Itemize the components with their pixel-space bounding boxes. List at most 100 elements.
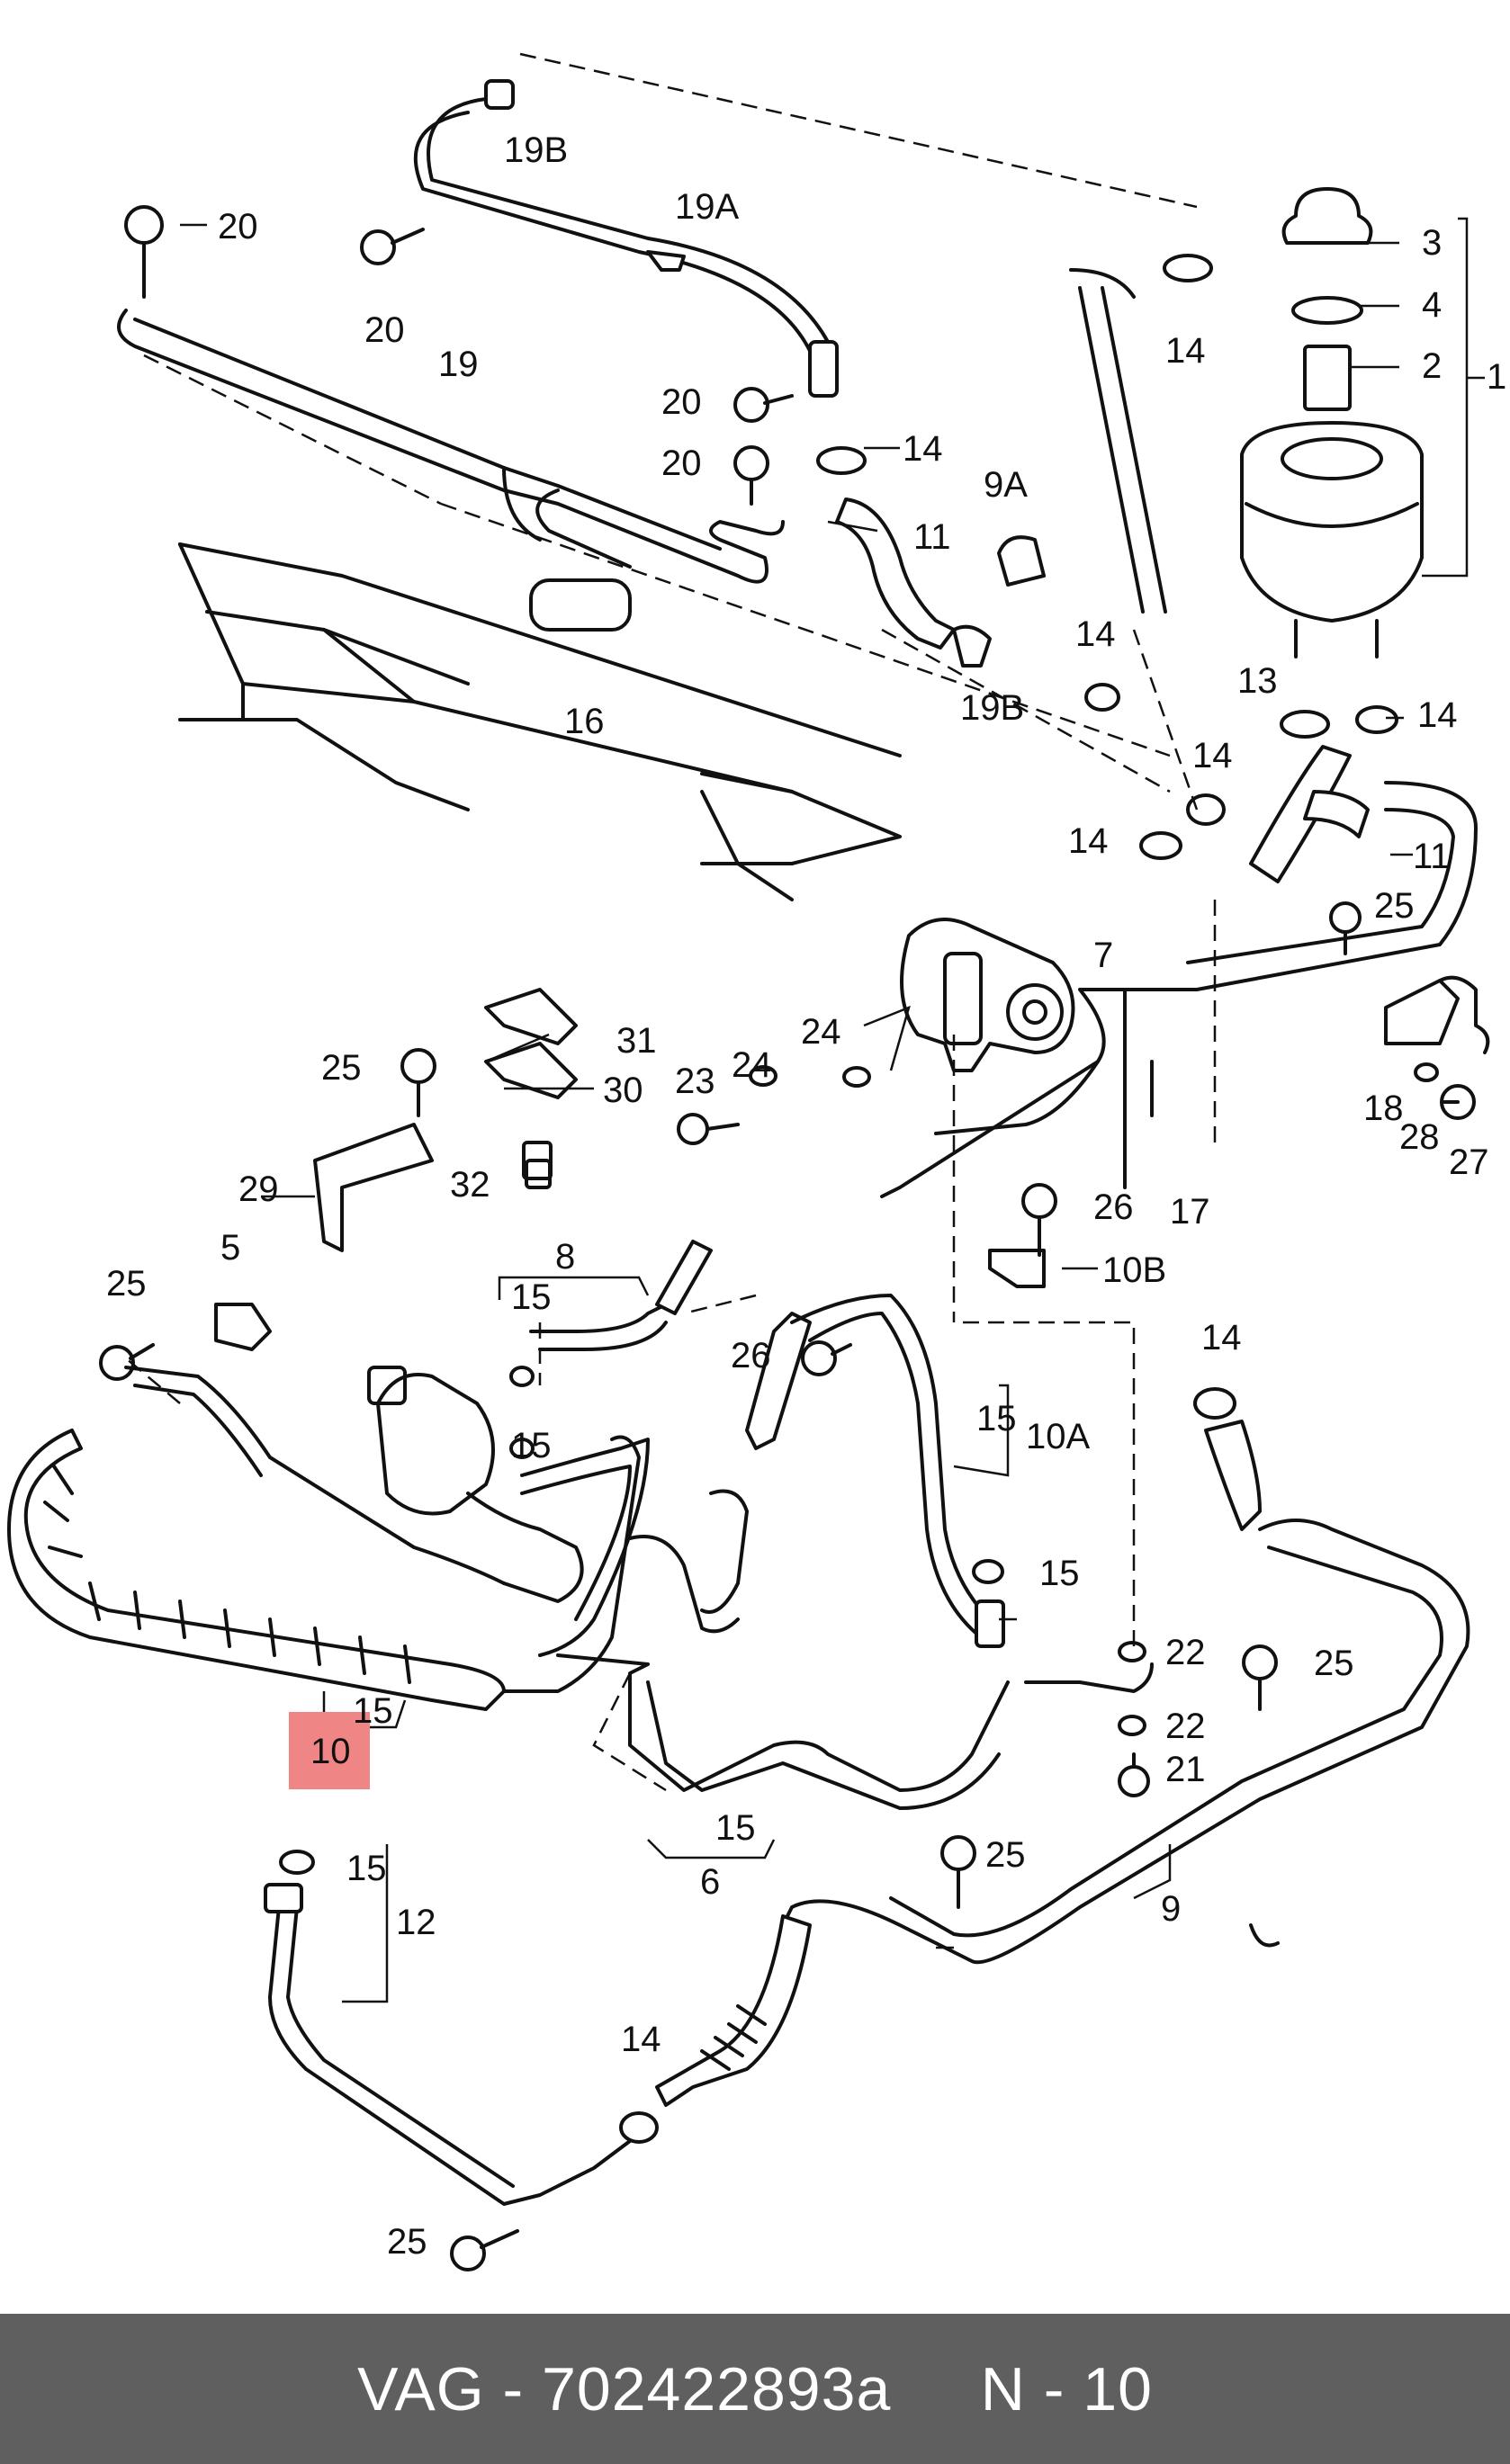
label-2: 2: [1422, 346, 1442, 386]
footer-bar: VAG - 702422893a N - 10: [0, 2314, 1510, 2464]
label-10A: 10A: [1026, 1417, 1090, 1456]
clamp-14-b: [1163, 254, 1213, 282]
label-14-b: 14: [1165, 331, 1206, 371]
clamp-14-f: [1139, 831, 1182, 860]
label-15-a: 15: [511, 1277, 552, 1317]
highlight-box: [289, 1712, 370, 1789]
label-24-b: 24: [732, 1045, 772, 1085]
label-19: 19: [438, 345, 479, 384]
pressure-lines-6-and-10A: [556, 1294, 1154, 1810]
hose-11-and-line-7: [835, 268, 1478, 1198]
label-11-a: 11: [913, 517, 951, 557]
leader-lines: [180, 217, 1485, 2003]
label-6: 6: [700, 1862, 720, 1902]
return-line-12: [264, 1850, 632, 2206]
bolt-26-b: [801, 1340, 852, 1376]
label-14-h: 14: [621, 2020, 661, 2059]
power-steering-pump: [900, 918, 1075, 1072]
bolt-25-right: [1329, 901, 1362, 955]
label-25-b: 25: [321, 1048, 362, 1088]
fasteners: [99, 205, 1476, 2271]
bolt-25-low: [940, 1835, 976, 1909]
label-7: 7: [1093, 936, 1113, 975]
label-14-c: 14: [1075, 614, 1116, 654]
label-11-b: 11: [1413, 837, 1451, 876]
bolt-25-center: [1242, 1644, 1278, 1711]
label-19B-mid: 19B: [960, 688, 1024, 728]
label-12: 12: [396, 1903, 436, 1942]
label-18: 18: [1363, 1089, 1404, 1128]
connector-19B-mid: [952, 624, 992, 668]
label-5: 5: [220, 1228, 240, 1268]
label-20-c: 20: [661, 382, 702, 422]
bolt-32: [525, 1159, 552, 1189]
label-14-a: 14: [903, 429, 943, 469]
label-15-d: 15: [1039, 1554, 1080, 1593]
label-14-f: 14: [1068, 821, 1109, 861]
bolt-25-bottom: [450, 2229, 519, 2271]
label-19A: 19A: [675, 187, 739, 227]
clamp-14-a: [816, 446, 867, 475]
clamp-14-e: [1186, 793, 1226, 826]
bolt-25-left: [99, 1343, 155, 1381]
label-25-d: 25: [1314, 1644, 1354, 1683]
label-21: 21: [1165, 1750, 1206, 1789]
label-26-b: 26: [731, 1336, 771, 1375]
bolt-20-mid: [733, 387, 794, 423]
label-15-c: 15: [976, 1399, 1017, 1438]
label-4: 4: [1422, 285, 1442, 325]
label-9: 9: [1161, 1889, 1181, 1929]
label-28: 28: [1399, 1117, 1440, 1157]
return-line-9: [655, 1420, 1470, 2107]
brackets: [214, 975, 1490, 1351]
label-8: 8: [555, 1237, 575, 1277]
clamp-14-d: [1355, 705, 1398, 734]
hose-19A: [413, 79, 839, 398]
label-31: 31: [616, 1021, 657, 1061]
banjo-bolt-23: [677, 1113, 740, 1145]
clamp-13: [1280, 710, 1330, 739]
label-19B-top: 19B: [504, 130, 568, 170]
expansion-hose-10: [7, 1366, 641, 1711]
label-23: 23: [675, 1062, 715, 1101]
bolt-20-left: [360, 228, 425, 265]
part-labels: 19B 20 19A 20 3 4 2 1 14 19 20 20 14 9A …: [106, 130, 1506, 2262]
label-15-b: 15: [511, 1426, 552, 1465]
label-27: 27: [1449, 1142, 1489, 1182]
label-20-a: 20: [218, 207, 258, 246]
power-steering-parts-diagram: 19B 20 19A 20 3 4 2 1 14 19 20 20 14 9A …: [7, 52, 1506, 2271]
clamp-14-g: [1193, 1387, 1236, 1420]
steering-gear: [367, 1240, 740, 1657]
label-15-g: 15: [346, 1849, 387, 1888]
label-25-c: 25: [106, 1264, 147, 1304]
label-20-d: 20: [661, 444, 702, 483]
clamp-14-h: [619, 2111, 659, 2144]
bolt-26-a: [1021, 1183, 1057, 1257]
label-14-d: 14: [1417, 695, 1458, 735]
clamp-14-c: [1084, 683, 1120, 712]
label-17: 17: [1170, 1192, 1210, 1232]
label-25-a: 25: [1374, 886, 1415, 926]
label-30: 30: [603, 1071, 643, 1110]
hose-16: [529, 578, 632, 632]
bolt-25-bracket: [400, 1048, 436, 1117]
label-22-b: 22: [1165, 1707, 1206, 1746]
bolt-20-top: [124, 205, 164, 299]
reference-dash-lines: [125, 52, 1217, 1792]
label-13: 13: [1237, 661, 1278, 701]
label-15-f: 15: [715, 1808, 756, 1848]
clip-9A: [997, 535, 1046, 587]
label-10B: 10B: [1102, 1250, 1166, 1290]
label-22-a: 22: [1165, 1633, 1206, 1672]
bolt-20-lower: [733, 445, 769, 506]
label-1: 1: [1487, 357, 1506, 397]
label-3: 3: [1422, 223, 1442, 263]
label-25-e: 25: [985, 1835, 1026, 1875]
label-14-g: 14: [1201, 1318, 1242, 1357]
footer-part-number: VAG - 702422893a N - 10: [357, 2354, 1153, 2424]
bolt-27: [1440, 1084, 1476, 1120]
seal-rings: [509, 1062, 1439, 1736]
label-20-b: 20: [364, 310, 405, 350]
label-10: 10: [310, 1732, 351, 1771]
bolt-21: [1118, 1752, 1150, 1797]
